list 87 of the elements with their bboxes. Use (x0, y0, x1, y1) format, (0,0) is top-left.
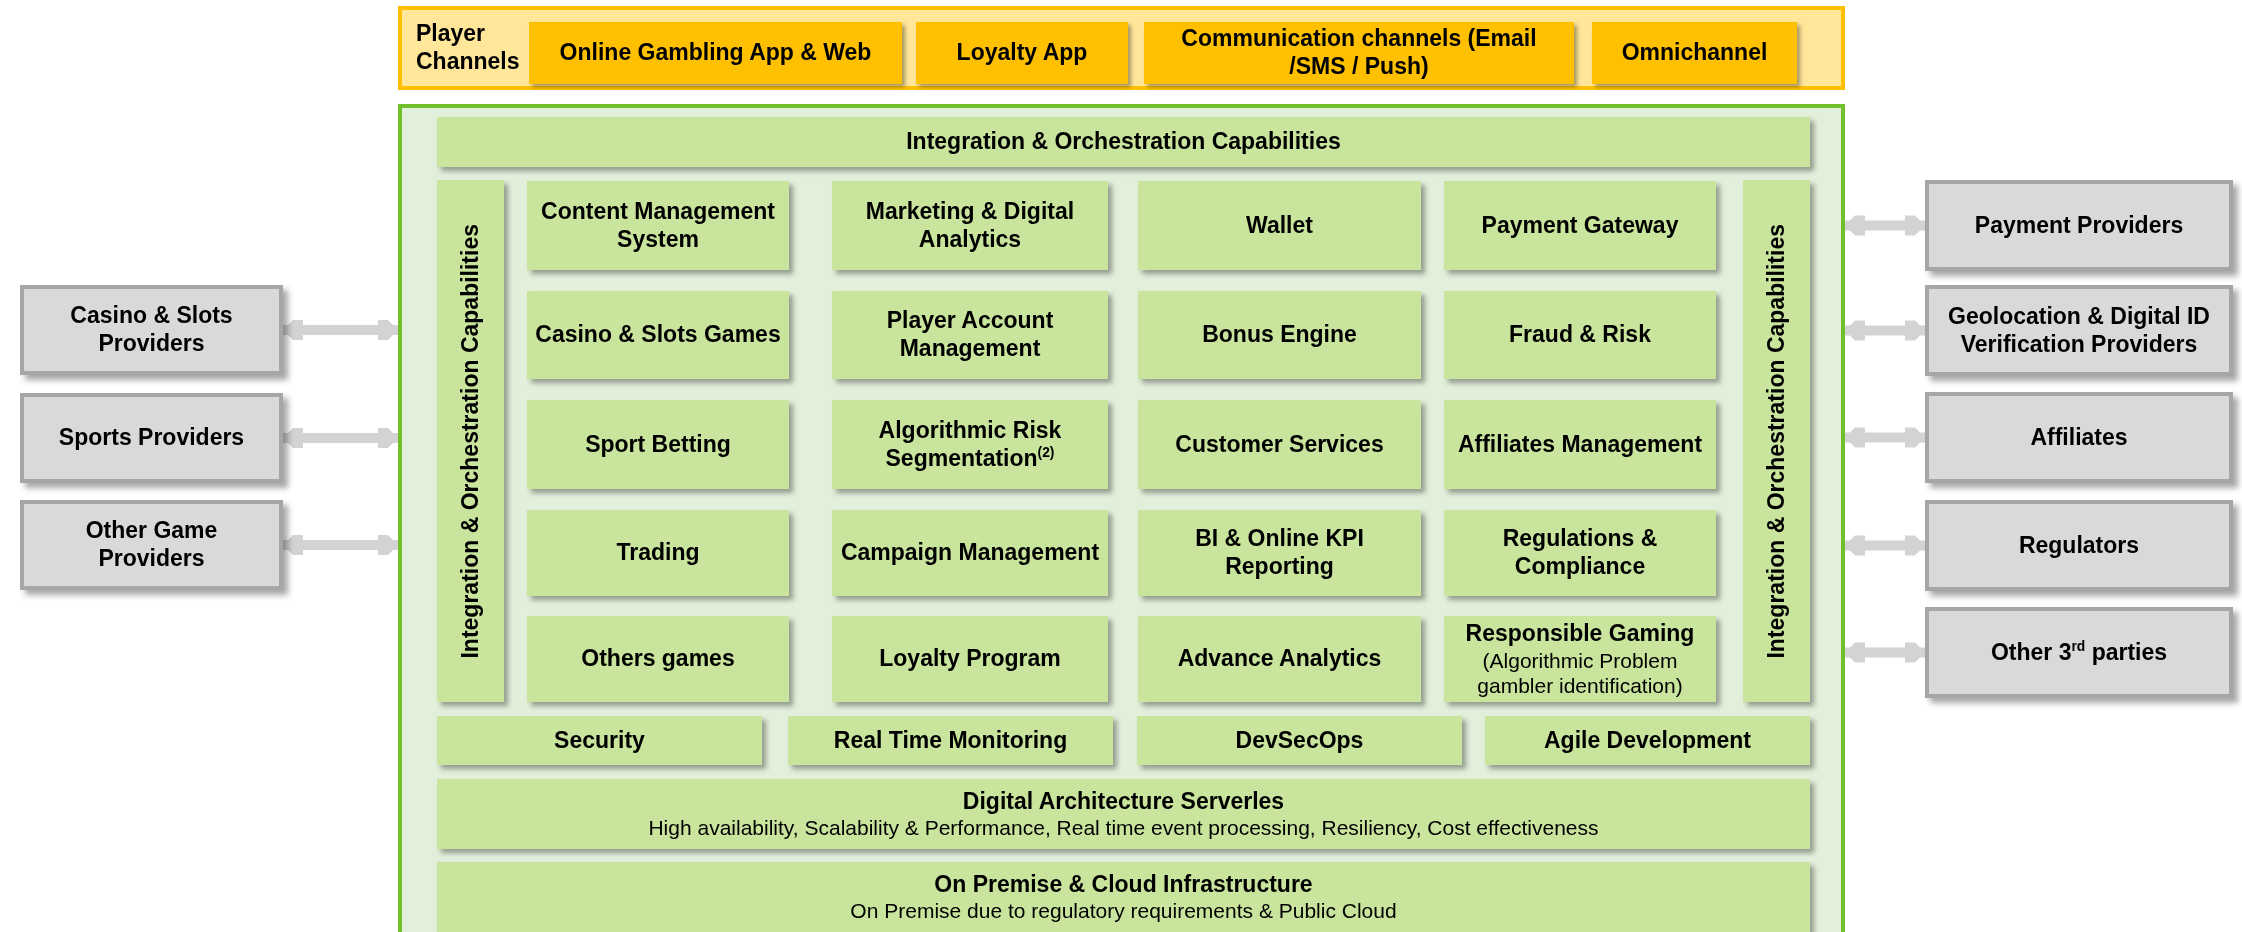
box-label: Other 3$^{rd}$ parties (1990, 638, 2168, 667)
module-box (527, 181, 789, 270)
box-description: High availability, Scalability & Performance, Real time event processing, Resiliency, Cost effectiveness (648, 815, 1599, 841)
integration-bar (437, 117, 1810, 167)
box-label: Agile Development (1543, 726, 1751, 755)
integration-bar (1743, 180, 1810, 702)
provider-box (1925, 285, 2233, 376)
box-label: Trading (616, 539, 700, 567)
box-label: Loyalty App (956, 39, 1088, 67)
module-box (527, 510, 789, 596)
box-label: Casino & Slots Providers (69, 302, 234, 358)
provider-box (1925, 392, 2233, 483)
box-label: Communication channels (Email /SMS / Push) (1180, 25, 1538, 81)
practice-bar (1137, 716, 1462, 765)
integration-bar (437, 180, 504, 702)
provider-box (1925, 500, 2233, 591)
channel-box (1144, 22, 1574, 84)
module-box (832, 510, 1108, 596)
box-label: Affiliates (2030, 423, 2128, 452)
box-label: Marketing & Digital Analytics (864, 197, 1076, 254)
module-box (1138, 510, 1421, 596)
platform-panel (398, 104, 1845, 932)
box-label: Bonus Engine (1202, 321, 1357, 349)
box-label: Geolocation & Digital ID Verification Providers (1947, 302, 2211, 359)
module-box (1444, 616, 1716, 702)
module-box (1138, 616, 1421, 702)
box-label: Payment Gateway (1481, 211, 1679, 240)
box-label: Affiliates Management (1457, 430, 1703, 459)
box-label: Content Management System (540, 197, 776, 254)
practice-bar (437, 716, 762, 765)
module-box (1444, 291, 1716, 379)
channel-band (398, 6, 1845, 90)
box-label: Algorithmic Risk Segmentation$^{(2)}$ (877, 416, 1063, 473)
practice-bar (1485, 716, 1810, 765)
provider-box (1925, 180, 2233, 271)
module-box (832, 616, 1108, 702)
layer-bar (437, 862, 1810, 932)
provider-box (20, 500, 283, 590)
box-label: Advance Analytics (1177, 645, 1382, 673)
box-label: Campaign Management (840, 539, 1100, 567)
channel-box (1592, 22, 1797, 84)
box-label: Sports Providers (58, 424, 245, 452)
box-label: Payment Providers (1974, 211, 2184, 240)
box-label: Customer Services (1175, 430, 1384, 459)
module-box (1444, 510, 1716, 596)
box-label: Integration & Orchestration Capabilities (906, 128, 1341, 156)
module-box (832, 181, 1108, 270)
module-box (527, 400, 789, 489)
box-description: On Premise due to regulatory requirements & Public Cloud (850, 898, 1397, 924)
box-label: Regulations & Compliance (1501, 525, 1659, 581)
box-label: Integration & Orchestration Capabilities (456, 223, 484, 659)
box-label: Real Time Monitoring (833, 726, 1068, 755)
box-label: On Premise & Cloud Infrastructure (934, 870, 1313, 899)
module-box (1138, 181, 1421, 270)
box-label: Loyalty Program (879, 645, 1061, 673)
box-label: DevSecOps (1235, 726, 1364, 755)
channel-box (916, 22, 1128, 84)
module-box (1444, 181, 1716, 270)
module-box (832, 291, 1108, 379)
layer-bar (437, 779, 1810, 849)
box-label: Digital Architecture Serverles (962, 787, 1285, 816)
box-label: Casino & Slots Games (535, 321, 781, 349)
box-label: Others games (581, 645, 735, 673)
box-label: Player Account Management (885, 307, 1055, 363)
channel-box (529, 22, 902, 84)
box-description: (Algorithmic Problem gambler identification) (1476, 647, 1684, 698)
box-label: Other Game Providers (84, 517, 219, 573)
provider-box (1925, 607, 2233, 698)
box-label: Online Gambling App & Web (559, 39, 872, 67)
box-label: Security (554, 726, 645, 755)
module-box (1138, 291, 1421, 379)
module-box (1138, 400, 1421, 489)
practice-bar (788, 716, 1113, 765)
box-label: Wallet (1246, 211, 1313, 240)
box-label: Omnichannel (1621, 39, 1768, 67)
provider-box (20, 393, 283, 483)
box-label: Responsible Gaming (1465, 620, 1695, 648)
module-box (527, 616, 789, 702)
module-box (527, 291, 789, 379)
box-label: Integration & Orchestration Capabilities (1762, 223, 1790, 659)
provider-box (20, 285, 283, 375)
module-box (1444, 400, 1716, 489)
box-label: Sport Betting (585, 430, 731, 459)
box-label: BI & Online KPI Reporting (1194, 525, 1365, 581)
box-label: Fraud & Risk (1509, 321, 1651, 349)
box-label: Regulators (2018, 531, 2140, 560)
module-box (832, 400, 1108, 489)
